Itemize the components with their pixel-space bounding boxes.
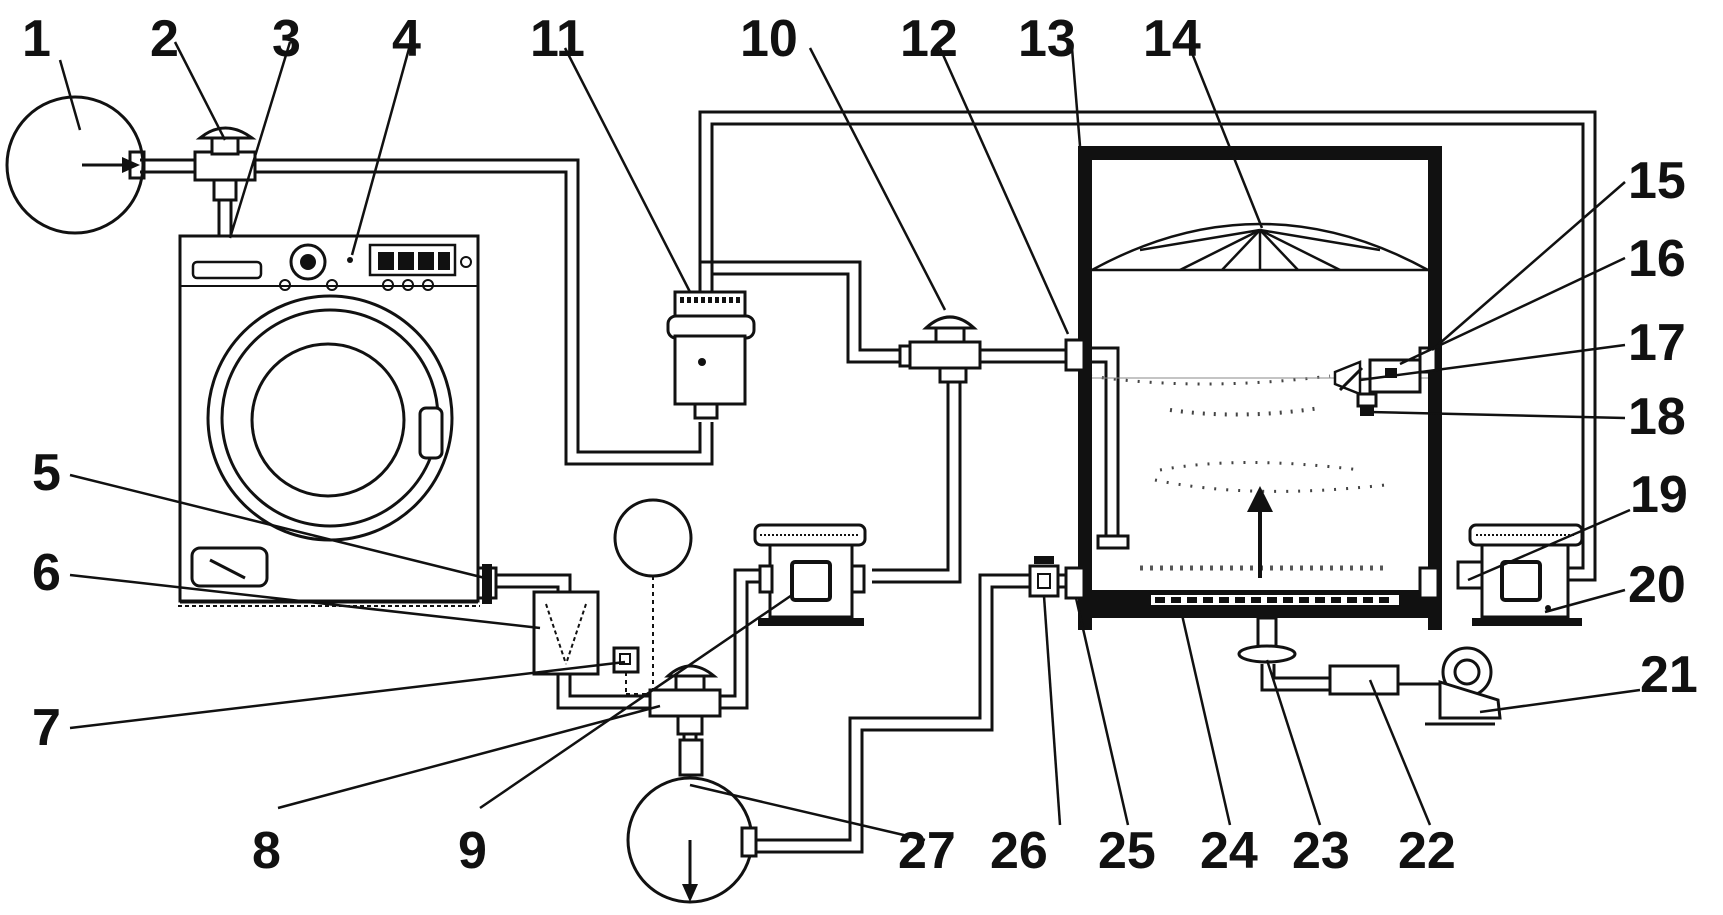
- label-18: 18: [1628, 388, 1686, 446]
- label-16: 16: [1628, 230, 1686, 288]
- label-14: 14: [1143, 10, 1201, 68]
- suspended-particles: [1089, 374, 1390, 571]
- three-way-valve-10: [898, 315, 982, 384]
- label-27: 27: [898, 822, 956, 880]
- label-12: 12: [900, 10, 958, 68]
- pump-20: [1456, 523, 1584, 626]
- three-way-valve-8: [648, 664, 722, 736]
- label-20: 20: [1628, 556, 1686, 614]
- label-15: 15: [1628, 152, 1686, 210]
- label-17: 17: [1628, 314, 1686, 372]
- label-1: 1: [22, 10, 51, 68]
- label-19: 19: [1630, 466, 1688, 524]
- part-number-labels: 1 2 3 4 5 6 7 8 9 10 11 12 13 14 15 16 1…: [22, 10, 1698, 880]
- label-7: 7: [32, 699, 61, 757]
- pump-9: [753, 523, 867, 626]
- label-9: 9: [458, 822, 487, 880]
- label-10: 10: [740, 10, 798, 68]
- label-23: 23: [1292, 822, 1350, 880]
- label-8: 8: [252, 822, 281, 880]
- label-25: 25: [1098, 822, 1156, 880]
- treatment-tank: [1064, 146, 1442, 630]
- drain-valve-5: [476, 564, 498, 604]
- dome-cover: [1091, 222, 1429, 272]
- water-supply-tank: [5, 95, 146, 235]
- aeration-system: [1237, 616, 1502, 726]
- filter-11: [666, 290, 756, 420]
- label-4: 4: [392, 10, 421, 68]
- sensor-7: [612, 498, 693, 700]
- filter-tank-6: [532, 590, 600, 676]
- washing-machine: [178, 234, 480, 607]
- float-sensor: [1333, 346, 1438, 416]
- label-24: 24: [1200, 822, 1258, 880]
- label-3: 3: [272, 10, 301, 68]
- label-6: 6: [32, 544, 61, 602]
- label-2: 2: [150, 10, 179, 68]
- label-21: 21: [1640, 646, 1698, 704]
- label-22: 22: [1398, 822, 1456, 880]
- waste-water-tank: [626, 738, 758, 904]
- label-26: 26: [990, 822, 1048, 880]
- label-5: 5: [32, 444, 61, 502]
- label-13: 13: [1018, 10, 1076, 68]
- leader-lines: [58, 41, 1641, 842]
- label-11: 11: [530, 10, 585, 68]
- valve-26: [1028, 556, 1060, 598]
